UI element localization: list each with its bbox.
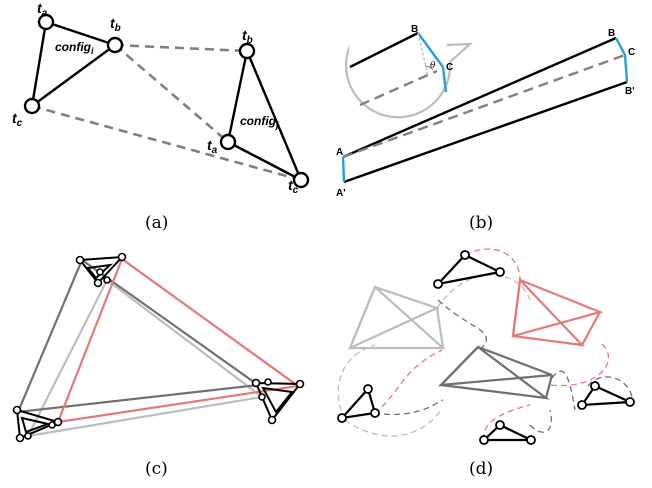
edge-A-A-prime [341,156,346,183]
edge-A-prime-B-prime [343,80,628,184]
big-triangle-red [56,257,301,424]
cluster-top-triangle [78,255,125,285]
inset-label-B: B [411,24,418,35]
config-dark-gray [438,345,554,400]
black-triangle-bottom [481,423,532,442]
black-triangle-top [434,253,504,286]
label-B-prime: B' [625,86,635,97]
cluster-right-triangle [254,381,303,422]
caption-c: (c) [145,459,168,479]
panel-c: (c) [12,252,305,479]
label-A-prime: A' [336,188,346,199]
label-C: C [628,47,635,58]
edge-A-C-dashed [342,53,626,159]
config-light-gray [347,285,446,351]
node-ta-j [219,133,237,151]
node-ta-i [37,13,55,31]
triangle-config-j [226,46,304,183]
panel-d: (d) [337,248,635,479]
inset-label-C: C [446,62,453,73]
node-tb-j [238,42,256,60]
inset-label-theta: θ [430,61,436,71]
panel-b: B C θ B C B' A A' (b) [336,1,635,233]
big-triangle-dark [16,258,261,414]
label-config-j: configj [240,114,279,130]
label-tc-j: tc [288,177,299,196]
inset-detail: B C θ [349,24,453,107]
black-triangle-right [579,384,631,407]
big-triangle-light [26,278,265,438]
label-ta-j: ta [207,137,218,156]
caption-d: (d) [469,459,493,479]
panel-a: ta tb tc configi tb ta tc configj (a) [12,0,310,233]
node-tc-j [292,171,310,189]
cluster-left-inner [20,416,52,434]
config-red [511,277,604,347]
caption-b: (b) [469,213,493,233]
label-tb-i: tb [110,15,121,34]
label-A: A [336,147,343,158]
triangle-config-i [30,20,118,109]
edge-C-B-prime [623,54,629,83]
edge-A-B [342,36,617,159]
cluster-right-inner [261,386,294,414]
label-tb-j: tb [242,27,253,46]
caption-a: (a) [145,213,168,233]
label-config-i: configi [55,40,94,56]
node-tb-i [106,36,124,54]
label-tc-i: tc [12,110,23,129]
black-triangle-left [339,386,377,420]
label-ta-i: ta [37,0,48,19]
cluster-left-triangle [15,408,61,440]
node-tc-i [23,97,41,115]
label-B: B [608,28,615,39]
edge-B-C [614,37,627,56]
